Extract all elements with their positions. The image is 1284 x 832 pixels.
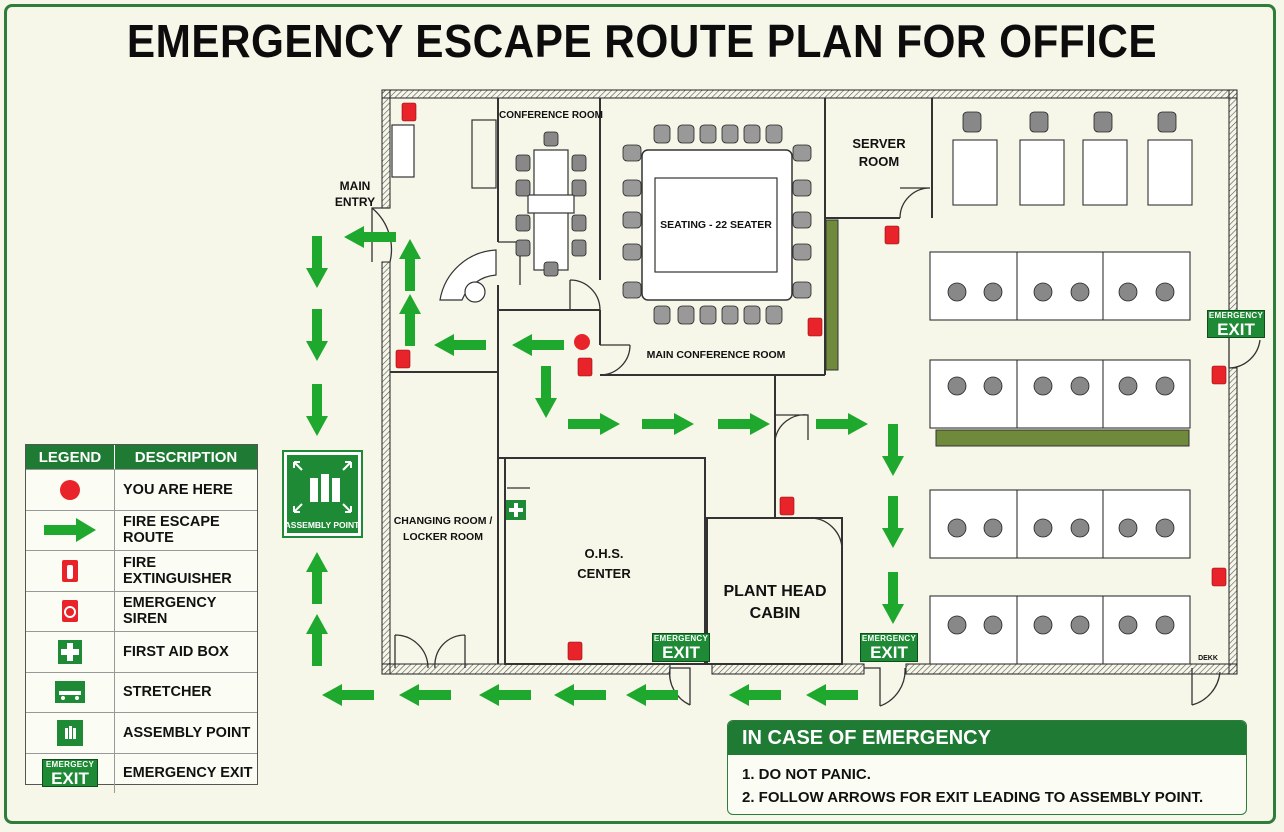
escape-route-arrow <box>729 684 781 706</box>
legend-label: FIRE ESCAPE ROUTE <box>123 514 220 547</box>
escape-route-arrow <box>434 334 486 356</box>
escape-route-arrow <box>399 684 451 706</box>
ohs-center-label: O.H.S. <box>584 546 623 561</box>
emergency-step: 1. DO NOT PANIC. <box>742 766 871 783</box>
changing-room-label: LOCKER ROOM <box>403 531 483 543</box>
inner-walls <box>390 98 933 665</box>
fire-escape-arrow-icon <box>42 517 98 543</box>
escape-route-arrow <box>882 424 904 476</box>
dekk-label: DEKK <box>1198 655 1218 662</box>
escape-route-arrow <box>306 614 328 666</box>
server-room-label: ROOM <box>859 154 899 169</box>
seating-label: SEATING - 22 SEATER <box>660 219 772 231</box>
plant-head-cabin-label: PLANT HEAD <box>723 583 826 600</box>
you-are-here-icon <box>58 478 82 502</box>
first-aid-icon <box>57 639 83 665</box>
escape-route-arrow <box>512 334 564 356</box>
escape-route-arrow <box>479 684 531 706</box>
escape-route-arrow <box>882 572 904 624</box>
fire-escape-route <box>306 226 904 706</box>
escape-route-arrow <box>344 226 396 248</box>
workstations <box>929 139 1193 665</box>
escape-route-arrow <box>642 413 694 435</box>
legend-row: STRETCHER <box>26 671 257 712</box>
main-conference-chairs <box>622 124 812 325</box>
fire-safety-markers <box>395 102 1227 661</box>
you-are-here-marker <box>574 334 590 350</box>
escape-route-arrow <box>322 684 374 706</box>
legend-label: EMERGENCY EXIT <box>123 765 253 782</box>
legend-label: FIRST AID BOX <box>123 643 229 660</box>
escape-route-arrow <box>399 239 421 291</box>
main-conference-room-label: MAIN CONFERENCE ROOM <box>647 349 786 361</box>
escape-route-arrow <box>554 684 606 706</box>
legend-label: YOU ARE HERE <box>123 481 233 498</box>
emergency-title: IN CASE OF EMERGENCY <box>728 721 1246 755</box>
legend-row: FIRE EXTINGUISHER <box>26 550 257 591</box>
legend-header: LEGEND DESCRIPTION <box>26 445 257 469</box>
room-labels: MAIN ENTRY CONFERENCE ROOM SEATING - 22 … <box>335 110 1218 662</box>
office-chairs <box>947 111 1177 635</box>
main-conference-table <box>641 149 793 301</box>
plant-head-cabin-label: CABIN <box>750 605 801 622</box>
legend-label: ASSEMBLY POINT <box>123 724 251 741</box>
ohs-center-label: CENTER <box>577 566 631 581</box>
fire-extinguisher-icon <box>61 559 79 583</box>
planters <box>825 219 1190 447</box>
escape-route-arrow <box>306 552 328 604</box>
legend-label: FIRE EXTINGUISHER <box>123 554 232 587</box>
legend-header-right: DESCRIPTION <box>134 448 238 466</box>
escape-route-arrow <box>399 294 421 346</box>
legend-row: FIRE ESCAPE ROUTE <box>26 509 257 550</box>
escape-route-arrow <box>626 684 678 706</box>
legend-row: EMERGENCY SIREN <box>26 590 257 631</box>
escape-route-arrow <box>816 413 868 435</box>
escape-route-arrow <box>806 684 858 706</box>
escape-route-arrow <box>882 496 904 548</box>
first-aid-box <box>506 500 526 520</box>
escape-route-arrow <box>568 413 620 435</box>
emergency-step: 2. FOLLOW ARROWS FOR EXIT LEADING TO ASS… <box>742 789 1204 806</box>
assembly-point-icon <box>56 719 84 747</box>
small-conference-table <box>527 149 575 271</box>
server-room-label: SERVER <box>852 136 906 151</box>
changing-room-label: CHANGING ROOM / <box>394 515 493 527</box>
escape-route-arrow <box>306 309 328 361</box>
assembly-point-sign: ASSEMBLY POINT <box>282 450 363 538</box>
escape-route-arrow <box>535 366 557 418</box>
conference-room-label: CONFERENCE ROOM <box>499 110 603 121</box>
emergency-siren-icon <box>61 599 79 623</box>
stretcher-icon <box>54 680 86 704</box>
legend-label: EMERGENCY SIREN <box>123 595 217 628</box>
legend-row: ASSEMBLY POINT <box>26 712 257 753</box>
page-title: EMERGENCY ESCAPE ROUTE PLAN FOR OFFICE <box>126 15 1158 67</box>
escape-route-arrow <box>306 236 328 288</box>
assembly-point-label: ASSEMBLY POINT <box>285 520 360 530</box>
small-conference-chairs <box>515 131 587 277</box>
emergency-instructions: IN CASE OF EMERGENCY 1. DO NOT PANIC. 2.… <box>727 720 1247 815</box>
escape-route-arrow <box>306 384 328 436</box>
legend-label: STRETCHER <box>123 684 212 701</box>
main-entry-label: MAIN <box>340 179 371 193</box>
reception-area <box>391 119 497 303</box>
legend-table: LEGEND DESCRIPTION YOU ARE HERE FIRE ESC… <box>25 444 258 793</box>
legend-row: YOU ARE HERE <box>26 469 257 510</box>
escape-route-arrow <box>718 413 770 435</box>
legend-header-left: LEGEND <box>26 445 115 469</box>
main-entry-label: ENTRY <box>335 195 375 209</box>
legend-row: FIRST AID BOX <box>26 631 257 672</box>
